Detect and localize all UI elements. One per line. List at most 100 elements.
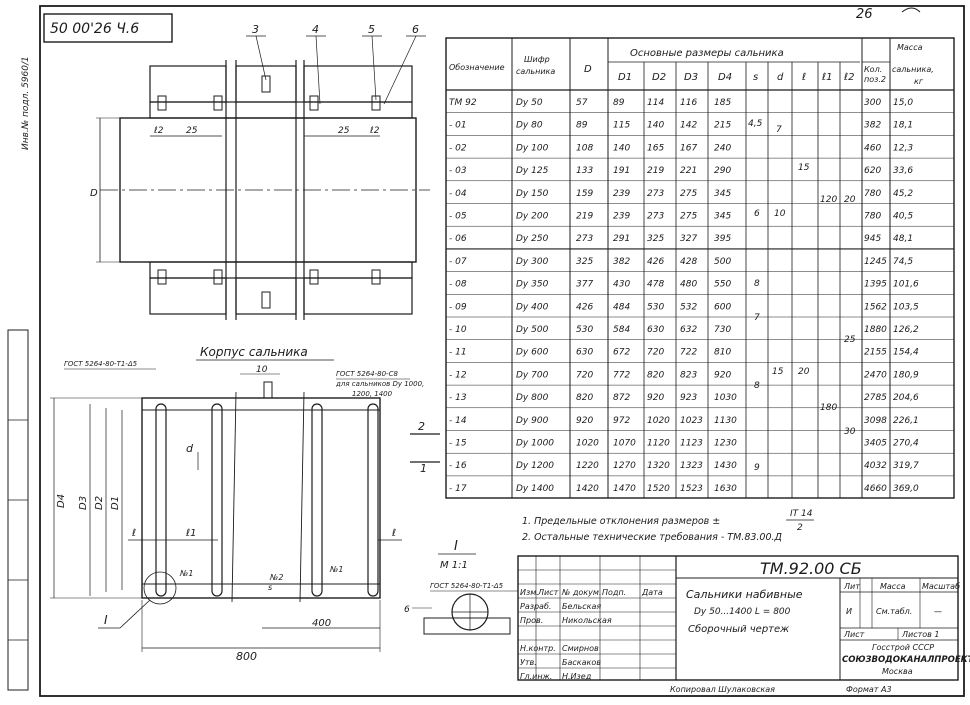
table-cell-D1: 239 — [613, 212, 630, 222]
table-cell-D1: 140 — [613, 143, 630, 153]
table-cell-D1: 89 — [613, 98, 625, 108]
table-cell-D3: 221 — [680, 166, 697, 176]
table-cell-m: 74,5 — [893, 257, 913, 267]
table-cell-D: 920 — [576, 416, 593, 426]
table-cell-D1: 1270 — [613, 461, 636, 471]
table-cell-code: Dу 80 — [516, 121, 543, 131]
merged-l1-120: 120 — [820, 195, 837, 205]
page-number-hook — [901, 7, 921, 13]
table-cell-des: - 06 — [449, 234, 467, 244]
table-cell-D4: 810 — [714, 348, 731, 358]
table-cell-D2: 478 — [647, 280, 664, 290]
tb-org-1: Госстрой СССР — [872, 643, 934, 652]
table-cell-des: - 01 — [449, 121, 467, 131]
table-cell-des: - 03 — [449, 166, 467, 176]
side-archive-text: Инв.№ подл. 5960/1 — [21, 56, 31, 150]
table-cell-D2: 1020 — [647, 416, 670, 426]
table-cell-D: 720 — [576, 370, 593, 380]
table-cell-D4: 240 — [714, 143, 731, 153]
callout-5: 5 — [368, 23, 375, 36]
table-cell-D2: 273 — [647, 189, 664, 199]
th-l1: ℓ1 — [822, 72, 833, 83]
top-dim-25-left: 25 — [186, 126, 198, 136]
top-left-stamp: 50 00'26 Ч.6 — [43, 13, 173, 43]
table-cell-D1: 972 — [613, 416, 630, 426]
th-code-2: сальника — [516, 67, 555, 76]
tb-staff-name: Баскаков — [562, 658, 601, 667]
body-dim-d: d — [186, 442, 194, 455]
tb-col-scale: Масштаб — [922, 582, 960, 591]
detail-I-marker: I — [104, 613, 108, 627]
th-designation: Обозначение — [449, 63, 505, 72]
table-cell-des: - 15 — [449, 439, 467, 449]
table-cell-m: 204,6 — [893, 393, 919, 403]
table-cell-D4: 1130 — [714, 416, 737, 426]
table-cell-q: 300 — [864, 98, 881, 108]
table-cell-D1: 1070 — [613, 439, 636, 449]
body-dim-l-right: ℓ — [392, 528, 396, 539]
table-cell-D3: 142 — [680, 121, 697, 131]
table-cell-des: ТМ 92 — [449, 98, 477, 108]
table-cell-D2: 920 — [647, 393, 664, 403]
table-cell-D2: 1320 — [647, 461, 670, 471]
pos-2: №2 — [269, 573, 283, 582]
table-cell-D: 1020 — [576, 439, 599, 449]
table-cell-D1: 672 — [613, 348, 630, 358]
table-cell-D4: 1030 — [714, 393, 737, 403]
table-cell-q: 4660 — [864, 484, 887, 494]
gost-right-1: ГОСТ 5264-80-С8 — [336, 370, 398, 378]
table-cell-m: 101,6 — [893, 280, 919, 290]
table-cell-D4: 500 — [714, 257, 731, 267]
tb-title-3: Сборочный чертеж — [688, 623, 789, 635]
body-dim-l: ℓ — [132, 528, 136, 539]
table-cell-code: Dу 100 — [516, 143, 549, 153]
table-cell-D4: 550 — [714, 280, 731, 290]
table-cell-code: Dу 500 — [516, 325, 549, 335]
th-D4: D4 — [718, 72, 732, 83]
detail-6: 6 — [404, 605, 410, 615]
table-cell-code: Dу 700 — [516, 370, 549, 380]
body-dim-l1: ℓ1 — [186, 528, 197, 539]
note-1: 1. Предельные отклонения размеров ± — [522, 516, 720, 527]
pos-1b: №1 — [329, 565, 343, 574]
th-pos-2: поз.2 — [864, 75, 886, 84]
merged-l-20: 20 — [798, 367, 810, 377]
th-D2: D2 — [652, 72, 666, 83]
tb-sheets-label: Листов 1 — [901, 630, 940, 639]
table-cell-D: 377 — [576, 280, 593, 290]
table-cell-q: 1880 — [864, 325, 887, 335]
table-cell-D: 530 — [576, 325, 593, 335]
table-cell-code: Dу 1200 — [516, 461, 554, 471]
table-cell-des: - 17 — [449, 484, 467, 494]
table-cell-D4: 1430 — [714, 461, 737, 471]
th-d: d — [777, 72, 784, 83]
table-cell-m: 369,0 — [893, 484, 919, 494]
table-cell-D1: 239 — [613, 189, 630, 199]
table-cell-D4: 215 — [714, 121, 731, 131]
spec-table: Обозначение Шифр сальника D Основные раз… — [445, 37, 955, 499]
table-cell-D3: 1123 — [680, 439, 703, 449]
table-cell-D3: 923 — [680, 393, 697, 403]
table-cell-D4: 600 — [714, 302, 731, 312]
merged-d-10: 10 — [774, 209, 786, 219]
table-cell-code: Dу 350 — [516, 280, 549, 290]
table-cell-D2: 1520 — [647, 484, 670, 494]
tb-staff-name: Смирнов — [562, 644, 599, 653]
tb-title-1: Сальники набивные — [686, 588, 803, 601]
tb-rev-header: Подп. — [602, 588, 626, 597]
tb-rev-header: Дата — [641, 588, 663, 597]
table-cell-D3: 275 — [680, 212, 697, 222]
table-cell-des: - 02 — [449, 143, 467, 153]
table-cell-D3: 532 — [680, 302, 697, 312]
table-cell-D2: 1120 — [647, 439, 670, 449]
tb-staff-name: Бельская — [562, 602, 601, 611]
gost-right-2: для сальников Dу 1000, — [335, 380, 424, 388]
table-cell-des: - 11 — [449, 348, 467, 358]
body-title: Корпус сальника — [200, 345, 308, 359]
table-cell-D4: 730 — [714, 325, 731, 335]
table-cell-D2: 720 — [647, 348, 664, 358]
th-l2: ℓ2 — [844, 72, 855, 83]
th-s: s — [753, 72, 758, 83]
table-cell-D3: 167 — [680, 143, 697, 153]
merged-s-9: 9 — [754, 463, 760, 473]
